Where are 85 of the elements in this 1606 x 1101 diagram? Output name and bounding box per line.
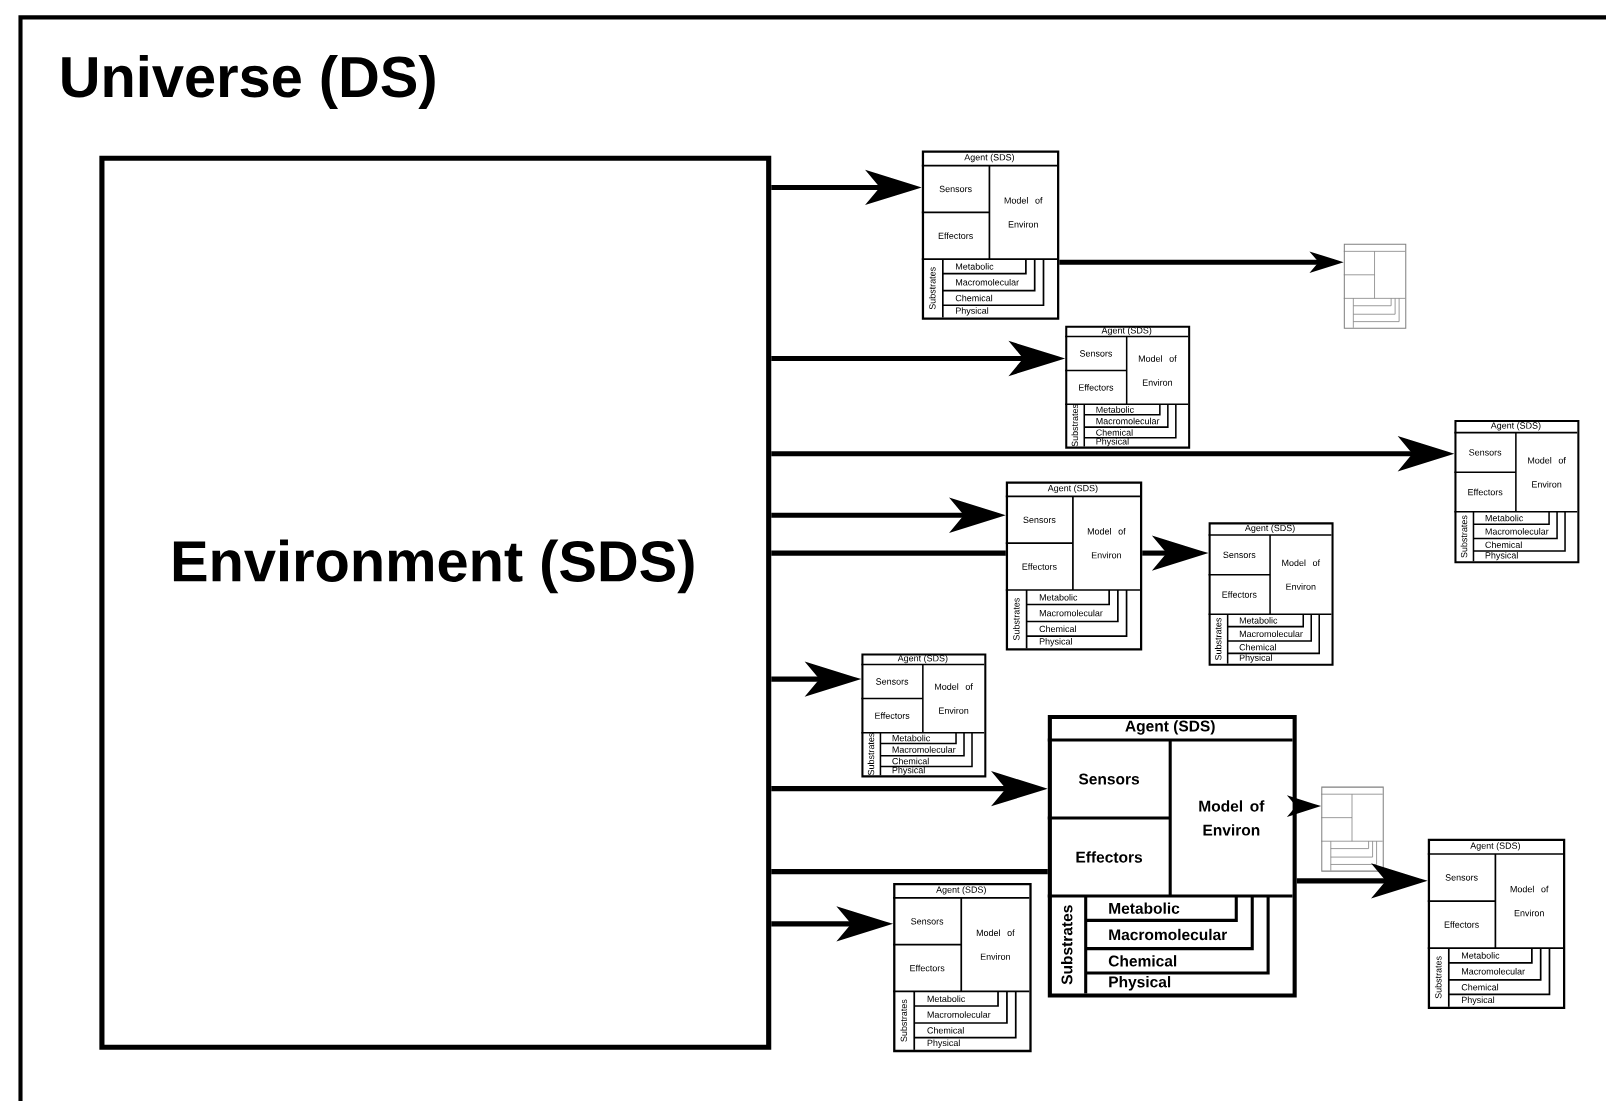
cell-label: Sensors	[1023, 516, 1056, 523]
cell-label: Substrates	[867, 732, 875, 776]
cell-label: Substrates	[1460, 515, 1468, 558]
cell-label: Agent (SDS)	[1101, 326, 1152, 336]
cell-label: Chemical	[1239, 643, 1276, 651]
cell-label: Macromolecular	[892, 746, 956, 753]
cell-label: Model of Environ	[1004, 197, 1043, 228]
cell-label: Model of Environ	[1528, 457, 1566, 488]
cell-label: Effectors	[1076, 851, 1143, 863]
cell-label: Macromolecular	[927, 1011, 991, 1018]
cell-label: Chemical	[1461, 983, 1499, 991]
cell-label: Agent (SDS)	[1244, 524, 1295, 533]
cell-label: Sensors	[1223, 551, 1256, 558]
cell-label: Substrates	[1214, 617, 1222, 661]
cell-label: Effectors	[1079, 384, 1114, 391]
cell-label: Chemical	[927, 1027, 964, 1034]
cell-label: Metabolic	[1096, 406, 1134, 413]
cell-label: Macromolecular	[1096, 417, 1160, 425]
cell-label: Sensors	[911, 918, 944, 925]
cell-label: Substrates	[1434, 956, 1442, 999]
cell-label: Physical	[1485, 551, 1518, 561]
cell-label: Physical	[1039, 638, 1072, 647]
cell-label: Effectors	[1022, 563, 1057, 570]
cell-label: Sensors	[1079, 350, 1113, 357]
cell-label: Effectors	[910, 964, 945, 972]
cell-label: Effectors	[1444, 921, 1479, 928]
cell-label: Metabolic	[1039, 593, 1078, 601]
cell-label: Macromolecular	[1039, 609, 1103, 617]
cell-label: Chemical	[892, 757, 929, 765]
cell-label: Macromolecular	[1462, 968, 1525, 975]
cell-label: Model of Environ	[1199, 800, 1265, 836]
cell-label: Model of Environ	[976, 929, 1015, 960]
cell-label: Agent (SDS)	[964, 153, 1014, 163]
cell-label: Metabolic	[956, 263, 994, 270]
environment-box: Environment (SDS)	[99, 155, 772, 1050]
cell-label: Sensors	[939, 185, 972, 193]
cell-label: Physical	[1109, 976, 1171, 991]
cell-label: Model of Environ	[1282, 559, 1321, 590]
cell-label: Physical	[956, 307, 989, 316]
cell-label: Sensors	[1445, 874, 1478, 881]
cell-label: Agent (SDS)	[1125, 720, 1215, 735]
cell-label: Chemical	[955, 294, 993, 302]
cell-label: Model of Environ	[1138, 355, 1177, 386]
cell-label: Agent (SDS)	[1470, 842, 1520, 851]
cell-label: Macromolecular	[1239, 630, 1303, 638]
cell-label: Sensors	[876, 678, 909, 685]
cell-label: Sensors	[1469, 449, 1502, 456]
agent-box-drawing	[1343, 243, 1407, 329]
cell-label: Substrates	[1061, 905, 1073, 985]
cell-label: Macromolecular	[1485, 528, 1549, 535]
cell-label: Agent (SDS)	[1490, 422, 1541, 431]
cell-label: Metabolic	[1462, 952, 1500, 959]
cell-label: Agent (SDS)	[936, 886, 986, 895]
cell-label: Chemical	[1039, 625, 1076, 633]
cell-label: Sensors	[1078, 773, 1140, 785]
cell-label: Macromolecular	[1109, 928, 1227, 941]
cell-label: Physical	[1239, 654, 1272, 663]
cell-label: Chemical	[1485, 541, 1522, 548]
cell-label: Model of Environ	[1510, 885, 1549, 917]
cell-label: Chemical	[1096, 429, 1133, 436]
cell-label: Chemical	[1108, 955, 1177, 967]
cell-label: Metabolic	[927, 995, 966, 1002]
cell-label: Model of Environ	[935, 683, 973, 714]
cell-label: Physical	[892, 766, 925, 775]
cell-label: Effectors	[1468, 488, 1503, 496]
cell-label: Substrates	[900, 999, 907, 1042]
cell-label: Effectors	[1222, 591, 1257, 598]
cell-label: Substrates	[1071, 404, 1079, 447]
cell-label: Model of Environ	[1087, 527, 1126, 559]
cell-label: Metabolic	[1239, 617, 1278, 624]
cell-label: Agent (SDS)	[897, 654, 948, 664]
cell-label: Effectors	[875, 712, 910, 719]
cell-label: Effectors	[938, 232, 973, 239]
cell-label: Metabolic	[1485, 514, 1524, 522]
cell-label: Substrates	[1012, 598, 1020, 641]
cell-label: Agent (SDS)	[1047, 484, 1098, 494]
cell-label: Substrates	[928, 267, 936, 310]
cell-label: Physical	[1462, 996, 1495, 1005]
cell-label: Physical	[927, 1039, 960, 1048]
title: Universe (DS)	[62, 55, 435, 109]
cell-label: Macromolecular	[956, 278, 1019, 286]
agent-box-drawing	[1320, 786, 1384, 872]
cell-label: Physical	[1096, 437, 1129, 447]
cell-label: Metabolic	[892, 734, 931, 742]
cell-label: Metabolic	[1109, 902, 1180, 914]
